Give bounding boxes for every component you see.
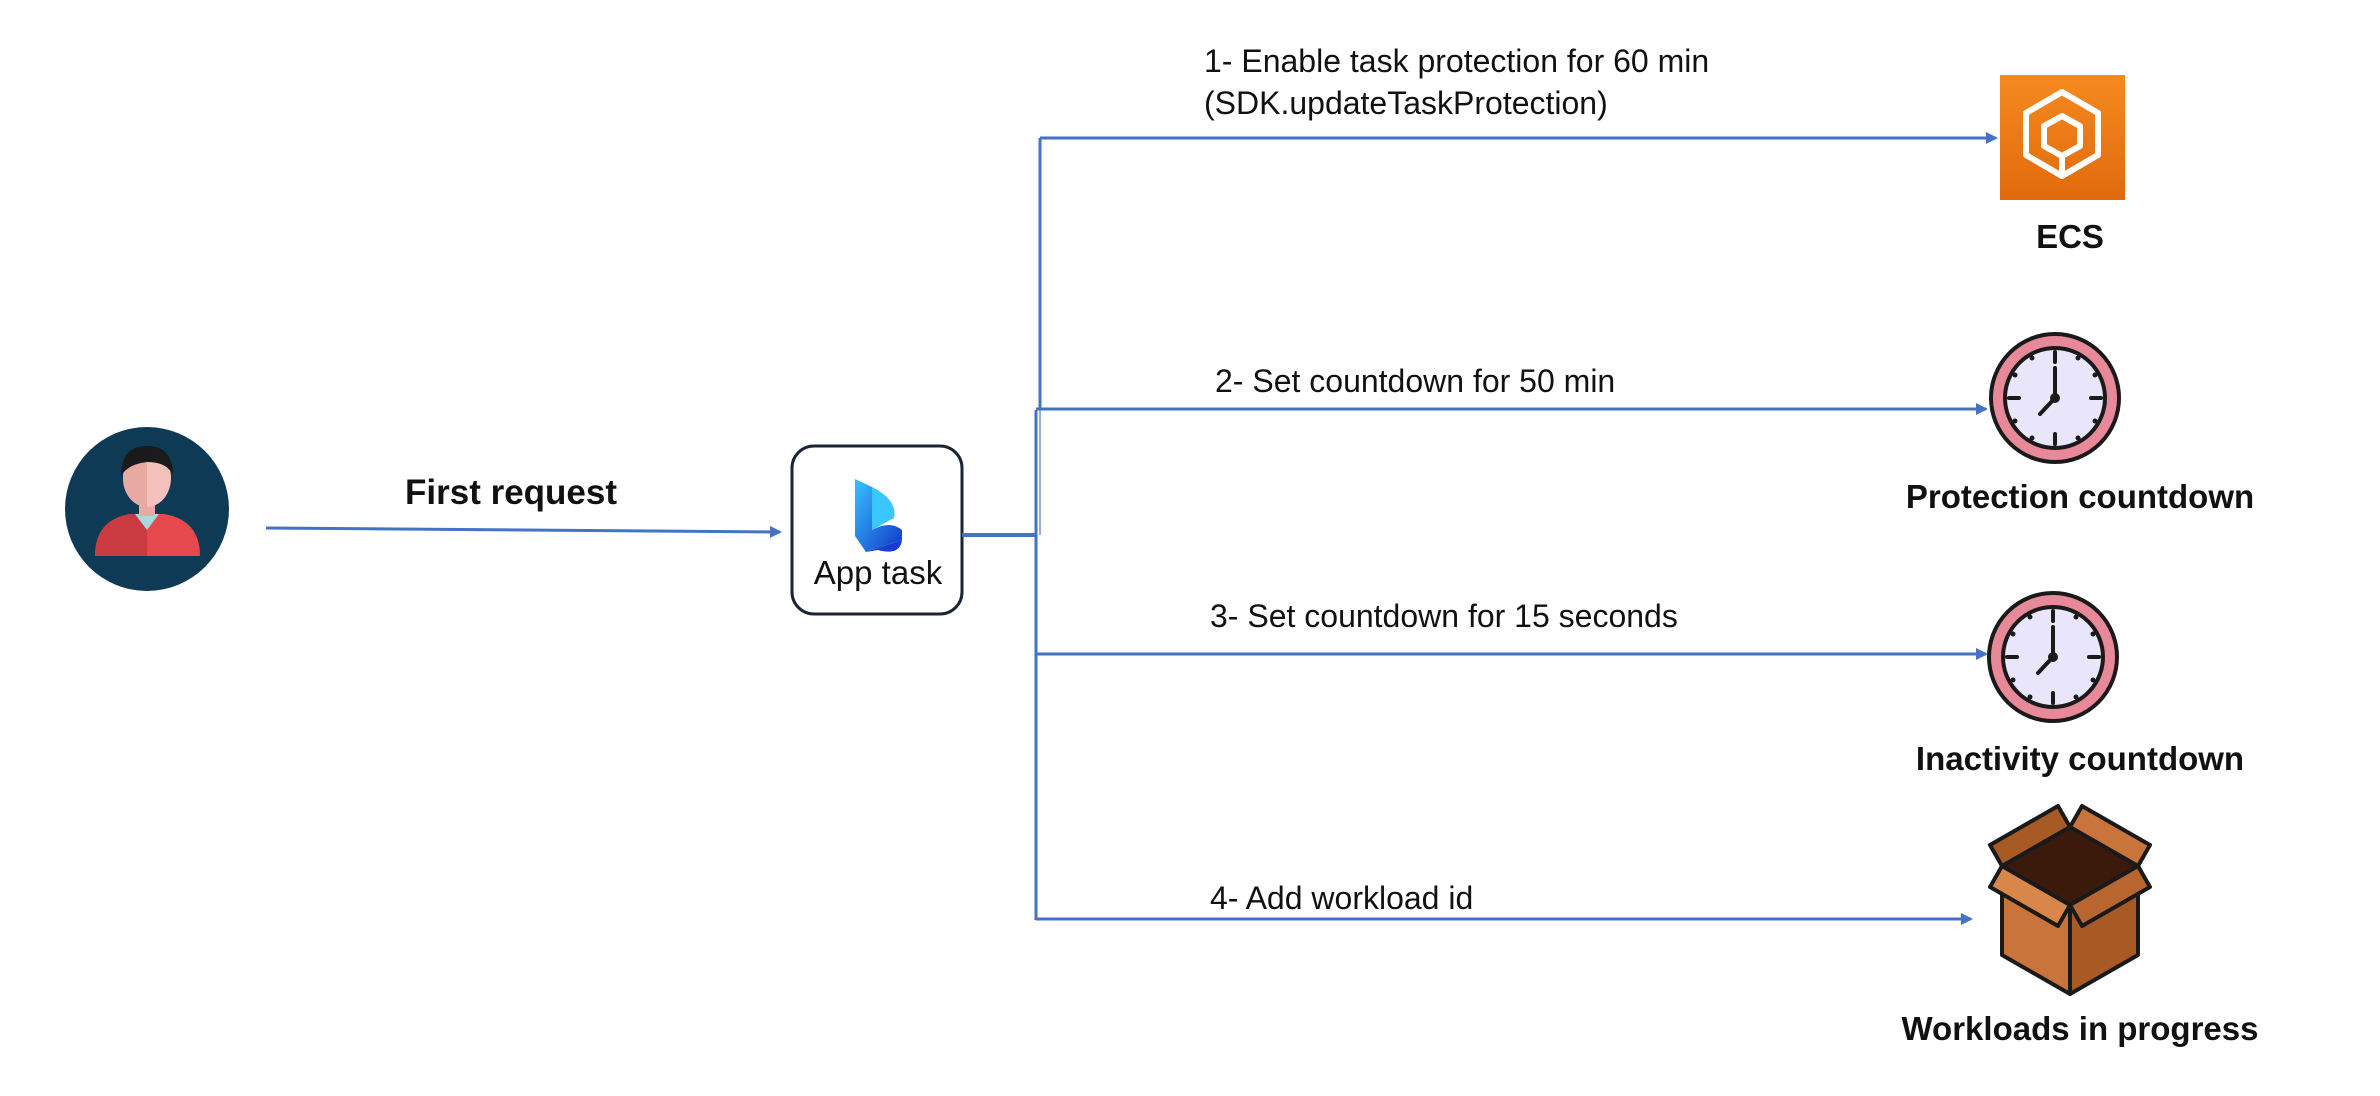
step-3-label: 3- Set countdown for 15 seconds: [1210, 598, 1678, 634]
first-request-label: First request: [405, 473, 617, 512]
clock-icon: [1989, 332, 2121, 464]
ecs-title: ECS: [2036, 218, 2104, 255]
protection-countdown-title: Protection countdown: [1905, 478, 2255, 515]
step-2-label: 2- Set countdown for 50 min: [1215, 363, 1616, 399]
step-4-label: 4- Add workload id: [1210, 880, 1474, 916]
workloads-in-progress-title: Workloads in progress: [1901, 1010, 2259, 1047]
open-box-icon: [1988, 804, 2152, 996]
app-task-logo-icon: [855, 479, 902, 552]
app-task-label: App task: [813, 554, 943, 591]
step-1-sublabel: (SDK.updateTaskProtection): [1204, 85, 1608, 121]
first-request-arrow: [265, 525, 782, 538]
clock-icon: [1987, 591, 2119, 723]
step-1-label: 1- Enable task protection for 60 min: [1204, 43, 1710, 79]
user-avatar-icon: [65, 427, 229, 591]
inactivity-countdown-title: Inactivity countdown: [1915, 740, 2245, 777]
app-task-node[interactable]: [790, 444, 964, 616]
ecs-icon: [2000, 75, 2125, 200]
